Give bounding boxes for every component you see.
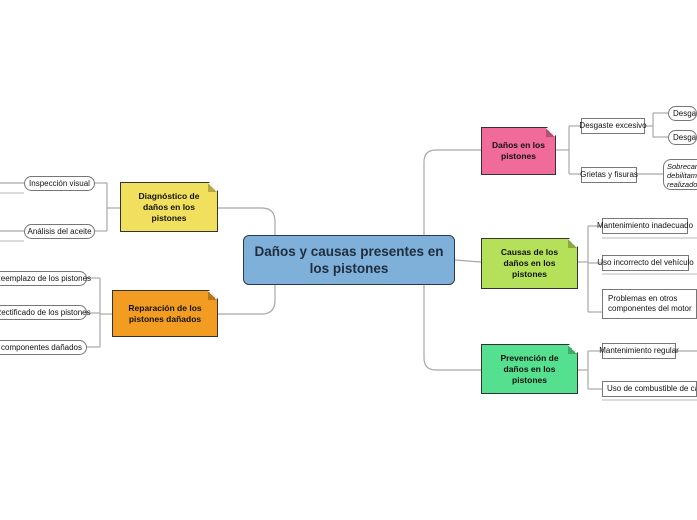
central-topic[interactable]: Daños y causas presentes en los pistones bbox=[243, 235, 455, 285]
subtopic-inspeccion-visual[interactable]: Inspección visual bbox=[24, 176, 95, 191]
subtopic-grietas[interactable]: Grietas y fisuras bbox=[580, 167, 638, 183]
link-central-prevencion bbox=[423, 285, 481, 371]
topic-reparacion[interactable]: Reparación de los pistones dañados bbox=[112, 290, 218, 337]
topic-causas[interactable]: Causas de los daños en los pistones bbox=[481, 238, 578, 289]
topic-danos[interactable]: Daños en los pistones bbox=[481, 127, 556, 175]
link-central-diagnostico bbox=[218, 207, 276, 235]
subtopic-problemas-componentes[interactable]: Problemas en otros componentes del motor bbox=[602, 289, 697, 319]
subtopic-otros-componentes[interactable]: otros componentes dañados bbox=[0, 340, 87, 355]
subtopic-uso-incorrecto[interactable]: Uso incorrecto del vehículo bbox=[597, 255, 694, 271]
link-central-causas bbox=[454, 259, 482, 263]
subtopic-desgaste-a[interactable]: Desgas bbox=[668, 106, 697, 121]
subtopic-desgaste[interactable]: Desgaste excesivo bbox=[579, 118, 647, 134]
link-central-reparacion bbox=[218, 285, 276, 315]
subtopic-reemplazo[interactable]: Reemplazo de los pistones bbox=[0, 271, 91, 286]
note-grietas[interactable]: Sobrecar debilitam realizado bbox=[663, 159, 697, 190]
subtopic-mantenimiento-inadecuado[interactable]: Mantenimiento inadecuado bbox=[597, 218, 693, 234]
subtopic-mantenimiento-regular[interactable]: Mantenimiento regular bbox=[599, 343, 679, 359]
link-central-danos bbox=[423, 149, 481, 235]
subtopic-rectificado[interactable]: Rectificado de los pistones bbox=[0, 305, 91, 320]
topic-diagnostico[interactable]: Diagnóstico de daños en los pistones bbox=[120, 182, 218, 232]
topic-prevencion[interactable]: Prevención de daños en los pistones bbox=[481, 344, 578, 394]
subtopic-analisis-aceite[interactable]: Análisis del aceite bbox=[24, 224, 95, 239]
subtopic-desgaste-b[interactable]: Desgas bbox=[668, 130, 697, 145]
subtopic-combustible-calidad[interactable]: Uso de combustible de calidad bbox=[602, 381, 697, 397]
